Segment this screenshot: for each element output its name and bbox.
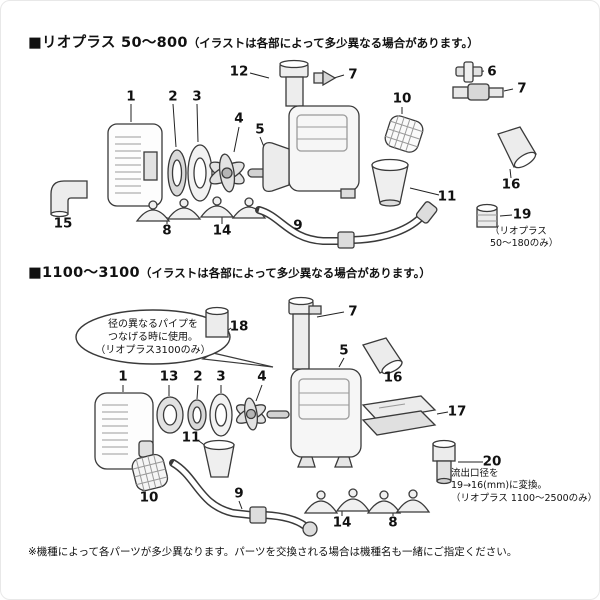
nozzle-16-bottom-illustration [362,337,403,375]
part-number-1: 1 [118,368,128,385]
motor-housing-bottom-illustration [94,392,154,470]
footer-note: ※機種によって各パーツが多少異なります。パーツを交換される場合は機種名も一緒にご… [28,546,518,558]
suction-cups-14-top-illustration [199,196,267,219]
part-number-1: 1 [126,88,136,105]
section-title-bottom: ■1100～3100（イラストは各部によって多少異なる場合があります。） [28,261,431,282]
parts-group-1100-3100 [75,296,456,537]
outlet-pipe-12-illustration [279,59,309,107]
part-number-4: 4 [257,368,267,385]
cover-plate-top-illustration [187,144,213,202]
tube-9-top-illustration [255,201,438,249]
part-number-8: 8 [162,222,172,239]
note-part-20-line3: （リオプラス 1100～2500のみ） [451,492,598,504]
part-number-2: 2 [193,368,203,385]
nozzle-16-top-illustration [497,126,537,169]
part-number-3: 3 [192,88,202,105]
fitting-6-top-illustration [455,61,483,83]
impeller-bottom-illustration [235,397,290,431]
callout-line3: （リオプラス3100のみ） [95,345,211,357]
part-number-17: 17 [447,403,467,420]
bracket-17-illustration [361,395,437,436]
suction-cups-14-bottom-illustration [303,488,371,514]
part-number-2: 2 [168,88,178,105]
intake-cone-11-bottom-illustration [203,439,235,478]
callout-bubble-text: 径の異なるパイプを つなげる時に使用。 （リオプラス3100のみ） [83,318,223,358]
section-title-top-main: ■リオプラス 50～800 [28,35,188,51]
note-part-19-line1: （リオプラス [490,226,547,237]
ring-13-illustration [156,396,184,434]
tube-9-bottom-illustration [169,459,318,537]
outlet-pipe-7-bottom-illustration [288,296,322,370]
part-number-7: 7 [348,303,358,320]
part-number-7: 7 [348,66,358,83]
fitting-7-top-left-illustration [313,69,337,87]
part-number-9: 9 [234,485,244,502]
fitting-7-top-right-illustration [452,83,504,101]
part-number-12: 12 [229,63,249,80]
pump-head-bottom-illustration [290,368,362,468]
note-part-20-line2: 19→16(mm)に変換。 [451,480,548,492]
cover-plate-bottom-illustration [209,393,233,437]
section-title-bottom-main: ■1100～3100 [28,265,140,281]
elbow-pipe-15-illustration [50,180,88,218]
part-number-11: 11 [181,429,201,446]
part-number-5: 5 [255,121,265,138]
intake-cone-11-top-illustration [371,158,409,207]
suction-cups-8-top-illustration [135,198,202,222]
part-number-4: 4 [234,110,244,127]
strainer-10-bottom-illustration [131,453,169,492]
part-number-11: 11 [437,188,457,205]
suction-cups-8-bottom-illustration [366,489,431,514]
part-number-6: 6 [487,63,497,80]
part-number-9: 9 [293,217,303,234]
section-title-bottom-note: （イラストは各部によって多少異なる場合があります。） [139,266,431,280]
part-number-20: 20 [482,453,502,470]
adapter-19-illustration [476,203,498,228]
note-part-20-line1: 流出口径を [451,468,499,479]
motor-housing-top-illustration [107,123,163,207]
part-number-15: 15 [53,215,73,232]
part-number-16: 16 [501,176,521,193]
adapter-18-illustration [205,306,229,338]
note-part-20-models: 流出口径を 19→16(mm)に変換。 （リオプラス 1100～2500のみ） [451,468,597,505]
callout-line1: 径の異なるパイプを [108,319,198,330]
part-number-10: 10 [392,90,412,107]
part-number-16: 16 [383,369,403,386]
part-number-18: 18 [229,318,249,335]
note-part-19-line2: 50～180のみ） [490,238,559,250]
part-number-13: 13 [159,368,179,385]
pump-head-top-illustration [262,105,360,199]
part-number-7: 7 [517,80,527,97]
impeller-top-illustration [209,153,285,193]
seal-ring-bottom-illustration [187,399,207,431]
seal-ring-top-illustration [167,149,187,197]
section-title-top: ■リオプラス 50～800（イラストは各部によって多少異なる場合があります。） [28,31,479,52]
adapter-20-illustration [432,439,456,485]
section-title-top-note: （イラストは各部によって多少異なる場合があります。） [187,36,479,50]
part-number-5: 5 [339,342,349,359]
part-number-10: 10 [139,489,159,506]
strainer-10-top-illustration [384,115,424,153]
callout-bubble-shape [75,309,274,368]
parts-group-50-800 [50,59,537,249]
part-number-14: 14 [332,514,352,531]
note-part-19-models: （リオプラス 50～180のみ） [490,226,558,251]
part-number-19: 19 [512,206,532,223]
callout-line2: つなげる時に使用。 [108,332,198,344]
part-number-8: 8 [388,514,398,531]
part-number-14: 14 [212,222,232,239]
part-number-3: 3 [216,368,226,385]
